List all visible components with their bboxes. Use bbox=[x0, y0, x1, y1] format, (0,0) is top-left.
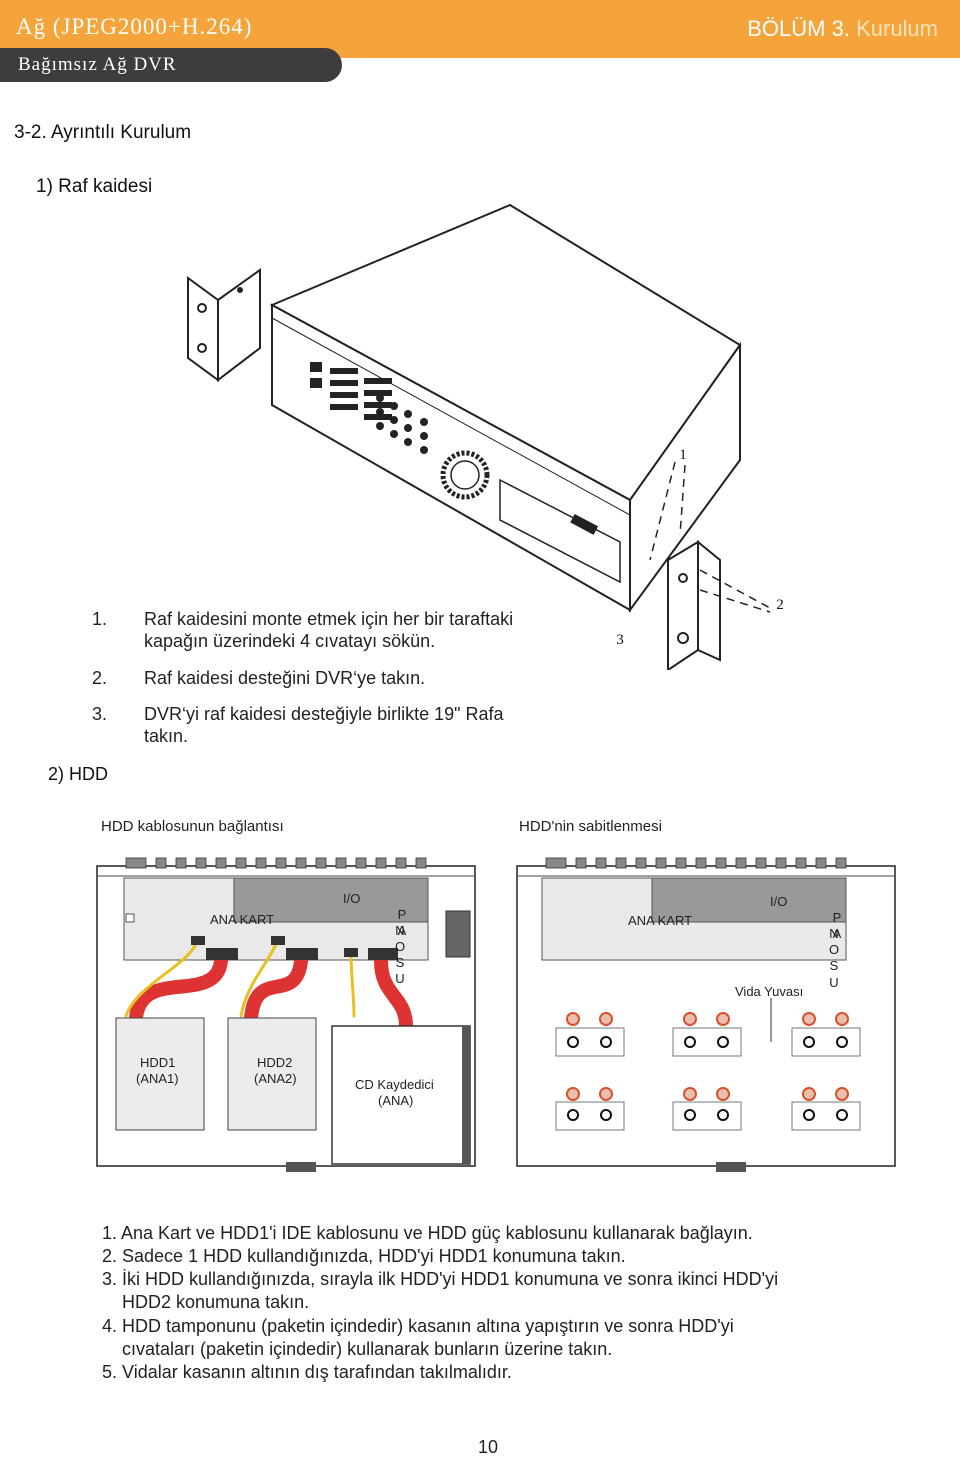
left-panel-letter-s: S bbox=[395, 955, 405, 970]
hdd-cable-diagram bbox=[96, 857, 476, 1172]
right-panel-letter-u: U bbox=[829, 975, 839, 990]
cd-recorder-sub-label: (ANA) bbox=[378, 1093, 414, 1108]
right-panel-letter-s: S bbox=[829, 958, 839, 973]
rack-step-1-text-cont: kapağın üzerindeki 4 cıvatayı sökün. bbox=[144, 631, 436, 651]
right-mainboard-label: ANA KART bbox=[628, 913, 693, 928]
instruction-3-cont: HDD2 konumuna takın. bbox=[122, 1292, 310, 1312]
header-title: Ağ (JPEG2000+H.264) bbox=[16, 14, 253, 39]
header-subtitle-bar: Bağımsız Ağ DVR bbox=[0, 48, 342, 82]
callout-1: 1 bbox=[679, 447, 687, 463]
page-number: 10 bbox=[478, 1437, 499, 1457]
rack-step-1-text: Raf kaidesini monte etmek için her bir t… bbox=[144, 609, 514, 629]
front-panel-buttons bbox=[310, 362, 428, 454]
right-rack-bracket bbox=[667, 539, 721, 670]
right-io-label: I/O bbox=[770, 894, 788, 909]
instruction-4-cont: cıvataları (paketin içindedir) kullanara… bbox=[122, 1339, 613, 1359]
instruction-1: 1. Ana Kart ve HDD1'i IDE kablosunu ve H… bbox=[102, 1223, 753, 1243]
header-subtitle: Bağımsız Ağ DVR bbox=[18, 54, 177, 75]
screw-slots bbox=[555, 1012, 861, 1131]
left-io-label: I/O bbox=[343, 891, 361, 906]
dvr-rack-illustration bbox=[187, 203, 771, 670]
left-panel-letter-u: U bbox=[395, 971, 405, 986]
instruction-3: 3. İki HDD kullandığınızda, sırayla ilk … bbox=[102, 1269, 779, 1289]
left-panel-letter-n: N bbox=[395, 923, 405, 938]
right-panel-letter-pa: PA bbox=[832, 910, 842, 941]
rack-step-1-num: 1. bbox=[92, 609, 108, 629]
assembly-guides bbox=[649, 461, 771, 613]
callout-3: 3 bbox=[616, 632, 624, 648]
section-title: 3-2. Ayrıntılı Kurulum bbox=[14, 122, 192, 143]
chapter-label: BÖLÜM 3. Kurulum bbox=[747, 16, 938, 42]
hdd1-sub-label: (ANA1) bbox=[136, 1071, 179, 1086]
right-diagram-caption: HDD'nin sabitlenmesi bbox=[519, 818, 662, 835]
rack-step-2-num: 2. bbox=[92, 668, 108, 688]
right-panel-letter-n: N bbox=[829, 926, 839, 941]
hdd-heading: 2) HDD bbox=[48, 764, 109, 784]
callout-2: 2 bbox=[776, 597, 784, 613]
rack-step-2-text: Raf kaidesi desteğini DVR‘ye takın. bbox=[144, 668, 426, 688]
instruction-5: 5. Vidalar kasanın altının dış tarafında… bbox=[102, 1362, 512, 1382]
rack-step-3-num: 3. bbox=[92, 704, 108, 724]
rack-step-3-text: DVR‘yi raf kaidesi desteğiyle birlikte 1… bbox=[144, 704, 504, 724]
screw-slot-label: Vida Yuvası bbox=[735, 984, 804, 999]
left-rack-bracket bbox=[187, 268, 261, 383]
instruction-2: 2. Sadece 1 HDD kullandığınızda, HDD'yi … bbox=[102, 1246, 626, 1266]
rack-step-3-text-cont: takın. bbox=[144, 726, 189, 746]
left-panel-letter-pa: PA bbox=[397, 907, 407, 938]
hdd-mounting-diagram bbox=[516, 857, 896, 1172]
right-panel-letter-o: O bbox=[828, 942, 840, 957]
cd-tray bbox=[499, 478, 621, 584]
cd-recorder-label: CD Kaydedici bbox=[355, 1077, 434, 1092]
left-mainboard-label: ANA KART bbox=[210, 912, 275, 927]
hdd2-sub-label: (ANA2) bbox=[254, 1071, 297, 1086]
instruction-4: 4. HDD tamponunu (paketin içindedir) kas… bbox=[102, 1316, 734, 1336]
left-diagram-caption: HDD kablosunun bağlantısı bbox=[101, 818, 284, 835]
chapter-number: BÖLÜM 3. bbox=[747, 16, 850, 41]
jog-dial bbox=[440, 450, 490, 500]
rack-heading: 1) Raf kaidesi bbox=[36, 176, 153, 197]
hdd2-label: HDD2 bbox=[257, 1055, 293, 1070]
left-panel-letter-o: O bbox=[394, 939, 406, 954]
chapter-title: Kurulum bbox=[856, 16, 938, 41]
hdd1-label: HDD1 bbox=[140, 1055, 176, 1070]
